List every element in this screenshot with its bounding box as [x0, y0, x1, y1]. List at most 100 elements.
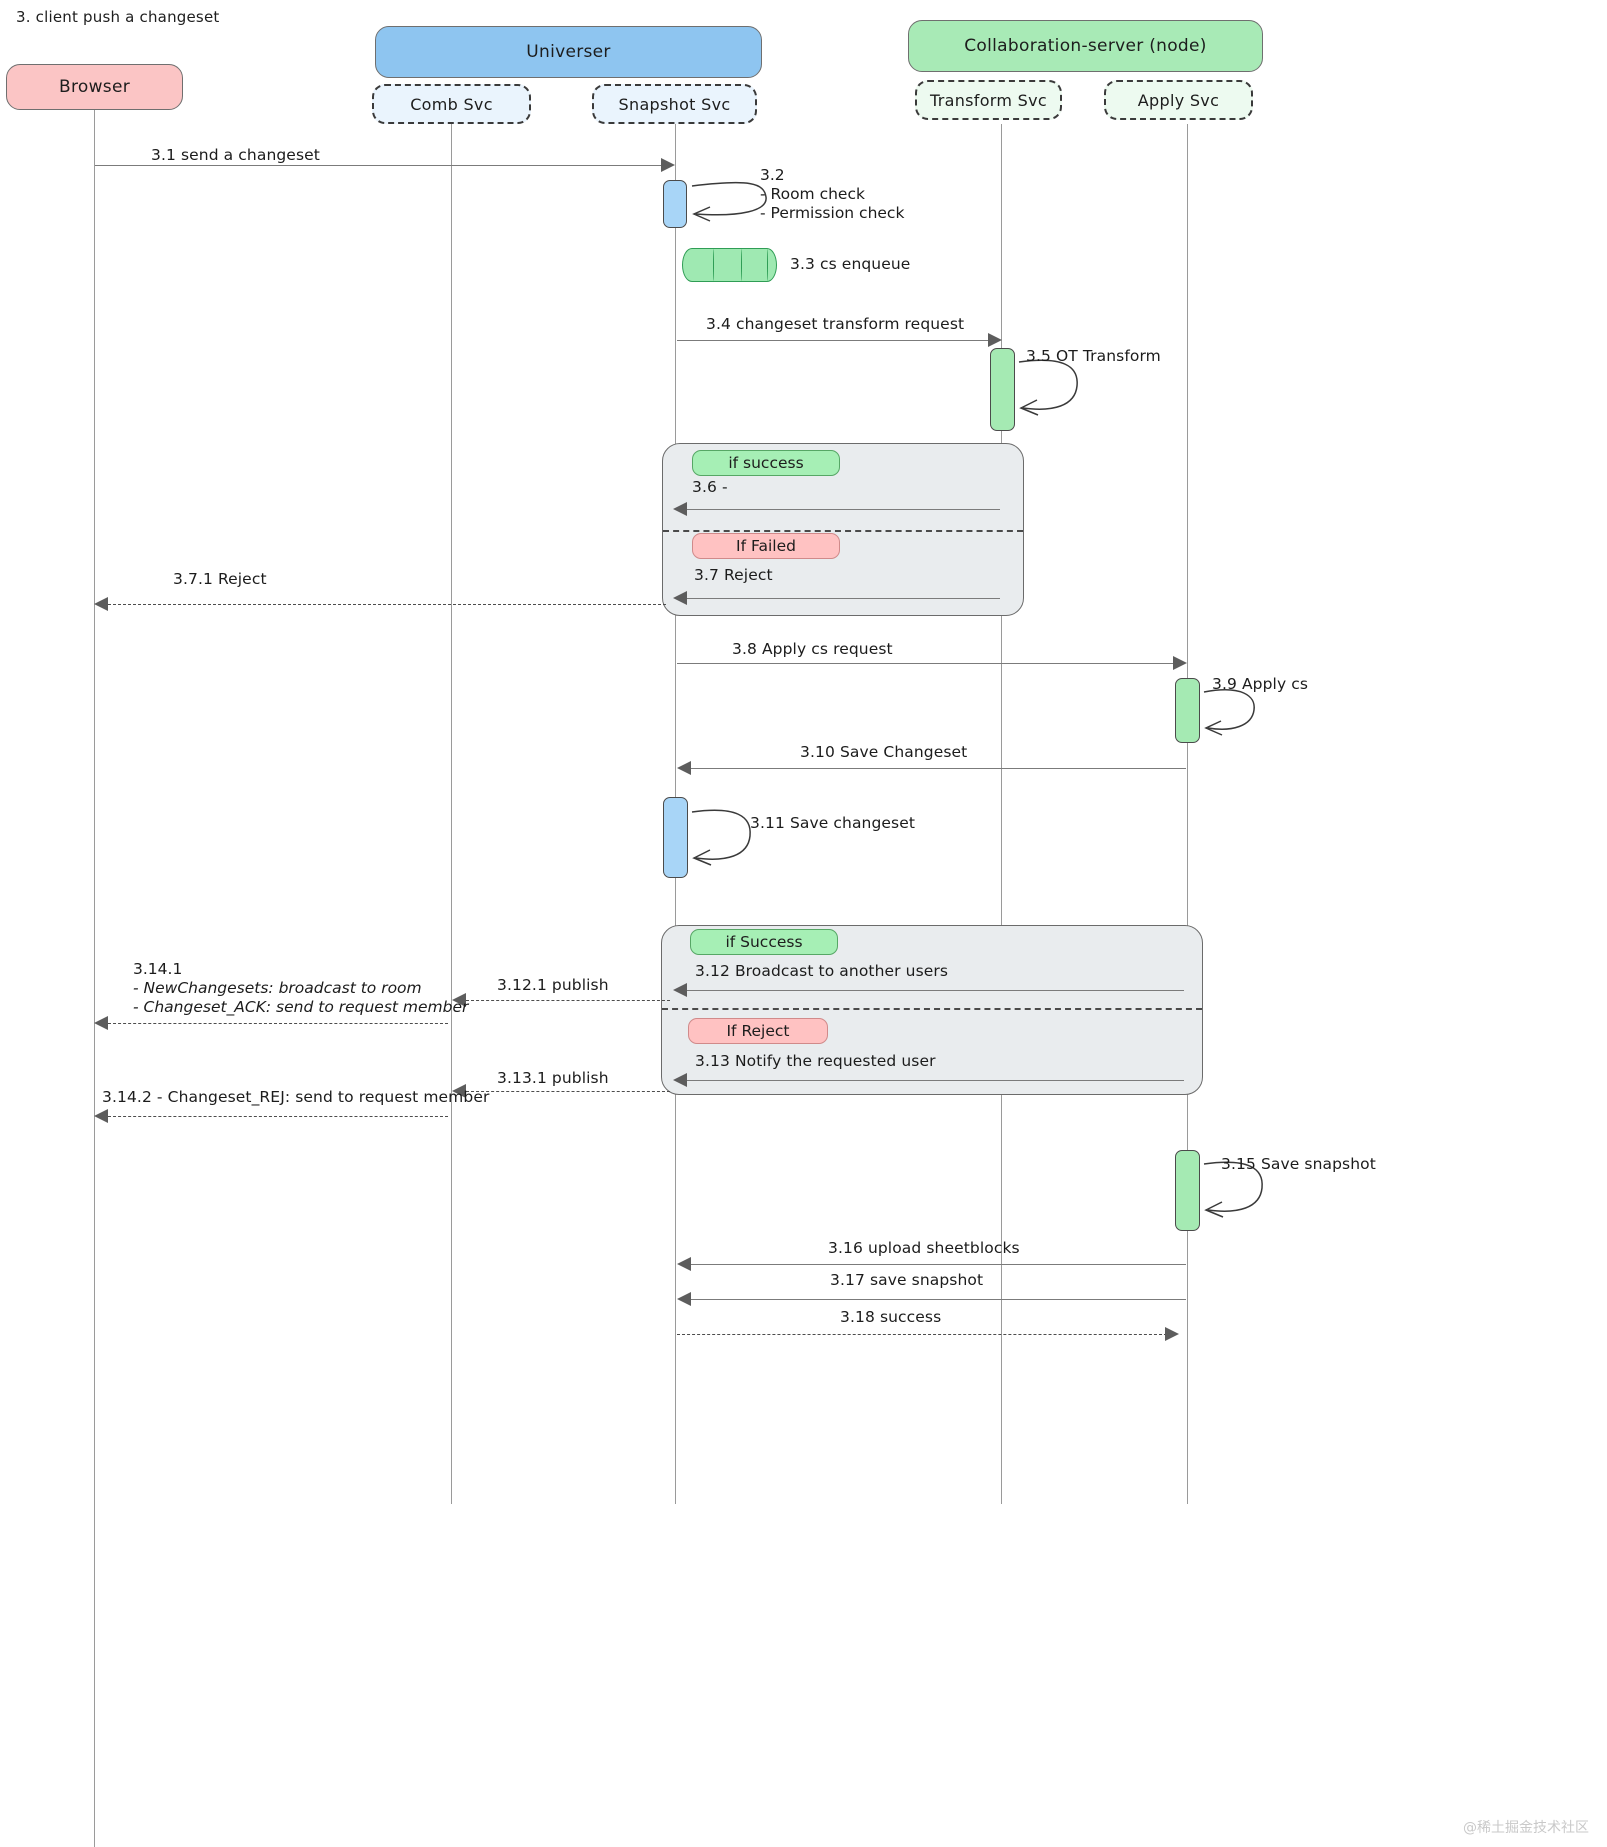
- activation-apply-3-9: [1175, 678, 1200, 743]
- queue-cylinder-3-3: [682, 248, 777, 282]
- lifeline-comb: [451, 124, 452, 1504]
- message-label-3-17: 3.17 save snapshot: [830, 1271, 984, 1289]
- message-arrow-3-12: [684, 990, 1184, 991]
- participant-snapshot-svc[interactable]: Snapshot Svc: [592, 84, 757, 124]
- message-arrow-3-7: [684, 598, 1000, 599]
- note-3-14-1-line-1: 3.14.1: [133, 960, 183, 978]
- participant-browser-label: Browser: [59, 77, 130, 97]
- arrowhead-3-17: [677, 1292, 691, 1306]
- fragment-branch-label-if-success[interactable]: if success: [692, 450, 840, 476]
- message-label-3-14-2: 3.14.2 - Changeset_REJ: send to request …: [102, 1088, 490, 1106]
- message-arrow-3-4: [677, 340, 991, 341]
- note-3-2-line-1: 3.2: [760, 166, 785, 184]
- note-3-2-line-2: - Room check: [760, 185, 865, 203]
- arrowhead-3-12: [673, 983, 687, 997]
- message-label-3-6: 3.6 -: [692, 478, 728, 496]
- fragment-divider-2: [662, 1008, 1202, 1010]
- message-label-3-10: 3.10 Save Changeset: [800, 743, 968, 761]
- fragment-branch-label-if-reject[interactable]: If Reject: [688, 1018, 828, 1044]
- arrowhead-3-8: [1173, 656, 1187, 670]
- self-call-label-3-11: 3.11 Save changeset: [750, 814, 916, 832]
- fragment-branch-label-if-reject-text: If Reject: [726, 1022, 790, 1040]
- arrowhead-3-13: [673, 1073, 687, 1087]
- participant-apply-svc-label: Apply Svc: [1137, 90, 1220, 110]
- message-label-3-13: 3.13 Notify the requested user: [695, 1052, 936, 1070]
- arrowhead-3-6: [673, 502, 687, 516]
- arrowhead-3-16: [677, 1257, 691, 1271]
- arrowhead-3-14-1: [94, 1016, 108, 1030]
- self-loop-3-5: [1018, 359, 1078, 416]
- arrowhead-3-18: [1165, 1327, 1179, 1341]
- message-arrow-3-7-1: [108, 604, 666, 605]
- activation-transform-3-5: [990, 348, 1015, 431]
- message-label-3-4: 3.4 changeset transform request: [706, 315, 965, 333]
- message-label-3-8: 3.8 Apply cs request: [732, 640, 893, 658]
- participant-universer-label: Universer: [526, 42, 611, 62]
- participant-transform-svc-label: Transform Svc: [930, 90, 1047, 110]
- participant-collaboration-server-label: Collaboration-server (node): [964, 36, 1207, 56]
- fragment-branch-label-if-failed[interactable]: If Failed: [692, 533, 840, 559]
- fragment-divider-1: [663, 530, 1023, 532]
- fragment-branch-label-if-failed-text: If Failed: [736, 537, 796, 555]
- message-label-3-13-1: 3.13.1 publish: [497, 1069, 609, 1087]
- message-label-3-16: 3.16 upload sheetblocks: [828, 1239, 1020, 1257]
- participant-browser[interactable]: Browser: [6, 64, 183, 110]
- arrowhead-3-12-1: [452, 993, 466, 1007]
- message-label-3-12-1: 3.12.1 publish: [497, 976, 609, 994]
- participant-snapshot-svc-label: Snapshot Svc: [618, 94, 731, 114]
- note-3-3-label: 3.3 cs enqueue: [790, 255, 911, 273]
- message-arrow-3-8: [677, 663, 1176, 664]
- arrowhead-3-7: [673, 591, 687, 605]
- note-3-14-1: 3.14.1 - NewChangesets: broadcast to roo…: [133, 960, 468, 1017]
- message-label-3-7: 3.7 Reject: [694, 566, 773, 584]
- arrowhead-3-7-1: [94, 597, 108, 611]
- message-arrow-3-18: [677, 1334, 1167, 1335]
- activation-snapshot-3-2: [663, 180, 687, 228]
- lifeline-browser: [94, 110, 95, 1847]
- message-arrow-3-6: [684, 509, 1000, 510]
- lifeline-transform: [1001, 124, 1002, 1504]
- arrowhead-3-14-2: [94, 1109, 108, 1123]
- activation-snapshot-3-11: [663, 797, 688, 878]
- self-call-label-3-15: 3.15 Save snapshot: [1221, 1155, 1376, 1173]
- message-arrow-3-16: [690, 1264, 1186, 1265]
- arrowhead-3-10: [677, 761, 691, 775]
- fragment-branch-label-if-success-text: if success: [728, 454, 804, 472]
- note-3-2-line-3: - Permission check: [760, 204, 905, 222]
- lifeline-apply: [1187, 124, 1188, 1504]
- participant-apply-svc[interactable]: Apply Svc: [1104, 80, 1253, 120]
- note-3-14-1-line-2: - NewChangesets: broadcast to room: [133, 979, 422, 997]
- watermark: @稀土掘金技术社区: [1463, 1820, 1589, 1836]
- message-arrow-3-14-2: [108, 1116, 448, 1117]
- arrowhead-3-1: [661, 158, 675, 172]
- participant-comb-svc-label: Comb Svc: [410, 94, 493, 114]
- self-loop-3-2: [691, 181, 767, 222]
- message-arrow-3-1: [95, 165, 663, 166]
- activation-apply-3-15: [1175, 1150, 1200, 1231]
- self-loop-3-15: [1203, 1161, 1263, 1218]
- self-loop-3-11: [691, 809, 751, 866]
- message-arrow-3-17: [690, 1299, 1186, 1300]
- message-arrow-3-13-1: [466, 1091, 670, 1092]
- participant-collaboration-server[interactable]: Collaboration-server (node): [908, 20, 1263, 72]
- message-arrow-3-14-1: [108, 1023, 448, 1024]
- self-call-label-3-9: 3.9 Apply cs: [1212, 675, 1309, 693]
- message-label-3-18: 3.18 success: [840, 1308, 942, 1326]
- note-3-2: 3.2 - Room check - Permission check: [760, 166, 904, 223]
- arrowhead-3-13-1: [452, 1084, 466, 1098]
- message-label-3-1: 3.1 send a changeset: [151, 146, 320, 164]
- arrowhead-3-4: [988, 333, 1002, 347]
- diagram-title: 3. client push a changeset: [16, 8, 220, 26]
- message-arrow-3-10: [690, 768, 1186, 769]
- fragment-branch-label-if-success-2-text: if Success: [725, 933, 803, 951]
- message-label-3-12: 3.12 Broadcast to another users: [695, 962, 949, 980]
- self-call-label-3-5: 3.5 OT Transform: [1026, 347, 1161, 365]
- message-arrow-3-13: [684, 1080, 1184, 1081]
- participant-comb-svc[interactable]: Comb Svc: [372, 84, 531, 124]
- message-arrow-3-12-1: [466, 1000, 670, 1001]
- fragment-alt-2: [661, 925, 1203, 1095]
- participant-universer[interactable]: Universer: [375, 26, 762, 78]
- participant-transform-svc[interactable]: Transform Svc: [915, 80, 1062, 120]
- fragment-branch-label-if-success-2[interactable]: if Success: [690, 929, 838, 955]
